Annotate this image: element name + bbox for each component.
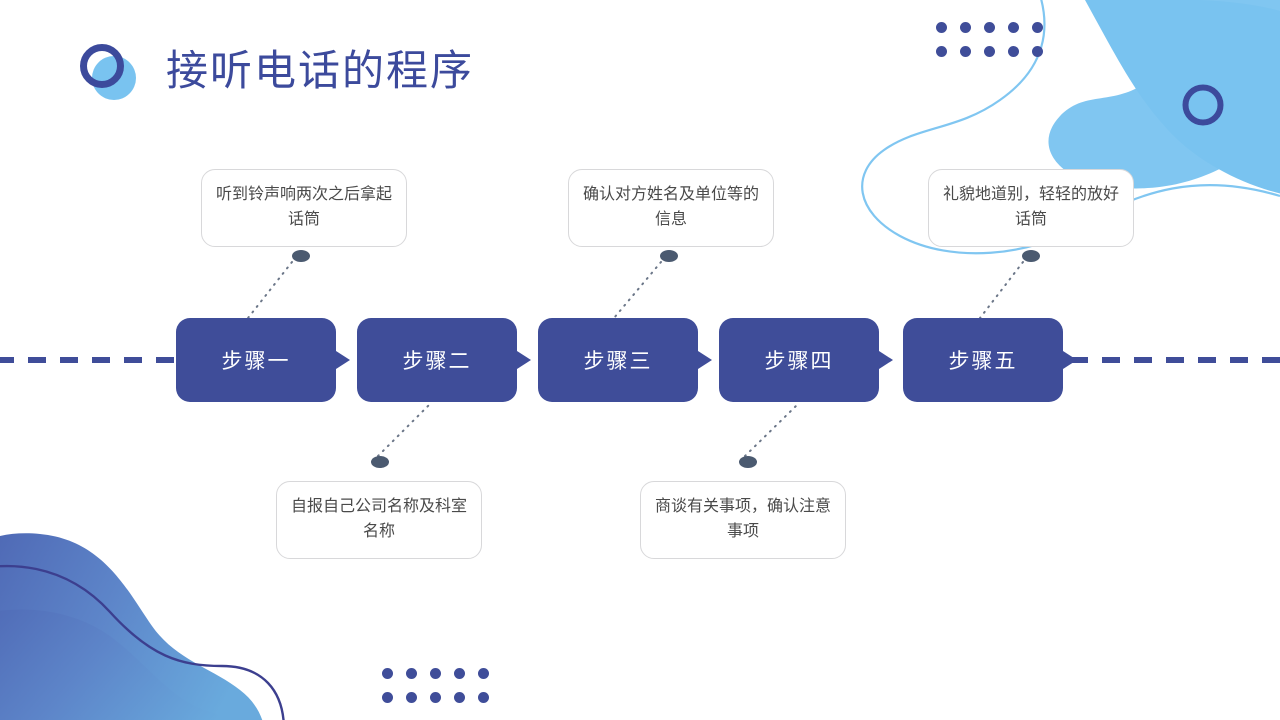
step-box-5[interactable]: 步骤五: [903, 318, 1077, 402]
callout-card-bottom-2[interactable]: 商谈有关事项，确认注意事项: [640, 481, 846, 559]
callout-card-top-3[interactable]: 礼貌地道别，轻轻的放好话筒: [928, 169, 1134, 247]
connector-dot-step-3: [660, 250, 678, 262]
step-box-2[interactable]: 步骤二: [357, 318, 531, 402]
callout-text-top-1: 听到铃声响两次之后拿起话筒: [215, 186, 392, 228]
connector-dot-step-5: [1022, 250, 1040, 262]
connector-dot-step-4: [739, 456, 757, 468]
step-label-2: 步骤二: [402, 350, 472, 373]
flow-rail-right-dashed: [1070, 357, 1280, 363]
callout-card-top-2[interactable]: 确认对方姓名及单位等的信息: [568, 169, 774, 247]
callout-text-bottom-1: 自报自己公司名称及科室名称: [290, 498, 467, 540]
connector-dot-step-1: [292, 250, 310, 262]
callout-card-top-1[interactable]: 听到铃声响两次之后拿起话筒: [201, 169, 407, 247]
step-arrow-icon-3: [698, 351, 712, 369]
step-box-4[interactable]: 步骤四: [719, 318, 893, 402]
step-label-3: 步骤三: [583, 350, 653, 373]
dot-grid-top-right: [936, 22, 1056, 70]
step-arrow-icon-2: [517, 351, 531, 369]
callout-card-bottom-1[interactable]: 自报自己公司名称及科室名称: [276, 481, 482, 559]
step-box-1[interactable]: 步骤一: [176, 318, 350, 402]
step-box-3[interactable]: 步骤三: [538, 318, 712, 402]
page-title: 接听电话的程序: [166, 47, 475, 94]
dot-grid-bottom: [382, 668, 502, 716]
callout-text-top-2: 确认对方姓名及单位等的信息: [582, 186, 759, 228]
step-arrow-icon-5: [1063, 351, 1077, 369]
connector-dot-step-2: [371, 456, 389, 468]
circle-ring-logo-icon: [74, 40, 136, 102]
callout-text-top-3: 礼貌地道别，轻轻的放好话筒: [942, 186, 1119, 228]
flow-rail-left-dashed: [0, 357, 178, 363]
step-label-4: 步骤四: [764, 350, 834, 373]
step-arrow-icon-1: [336, 351, 350, 369]
step-label-1: 步骤一: [221, 350, 291, 373]
logo-ring-circle: [80, 44, 124, 88]
step-label-5: 步骤五: [948, 350, 1018, 373]
slide-header: 接听电话的程序: [74, 38, 474, 104]
callout-text-bottom-2: 商谈有关事项，确认注意事项: [654, 498, 831, 540]
step-arrow-icon-4: [879, 351, 893, 369]
